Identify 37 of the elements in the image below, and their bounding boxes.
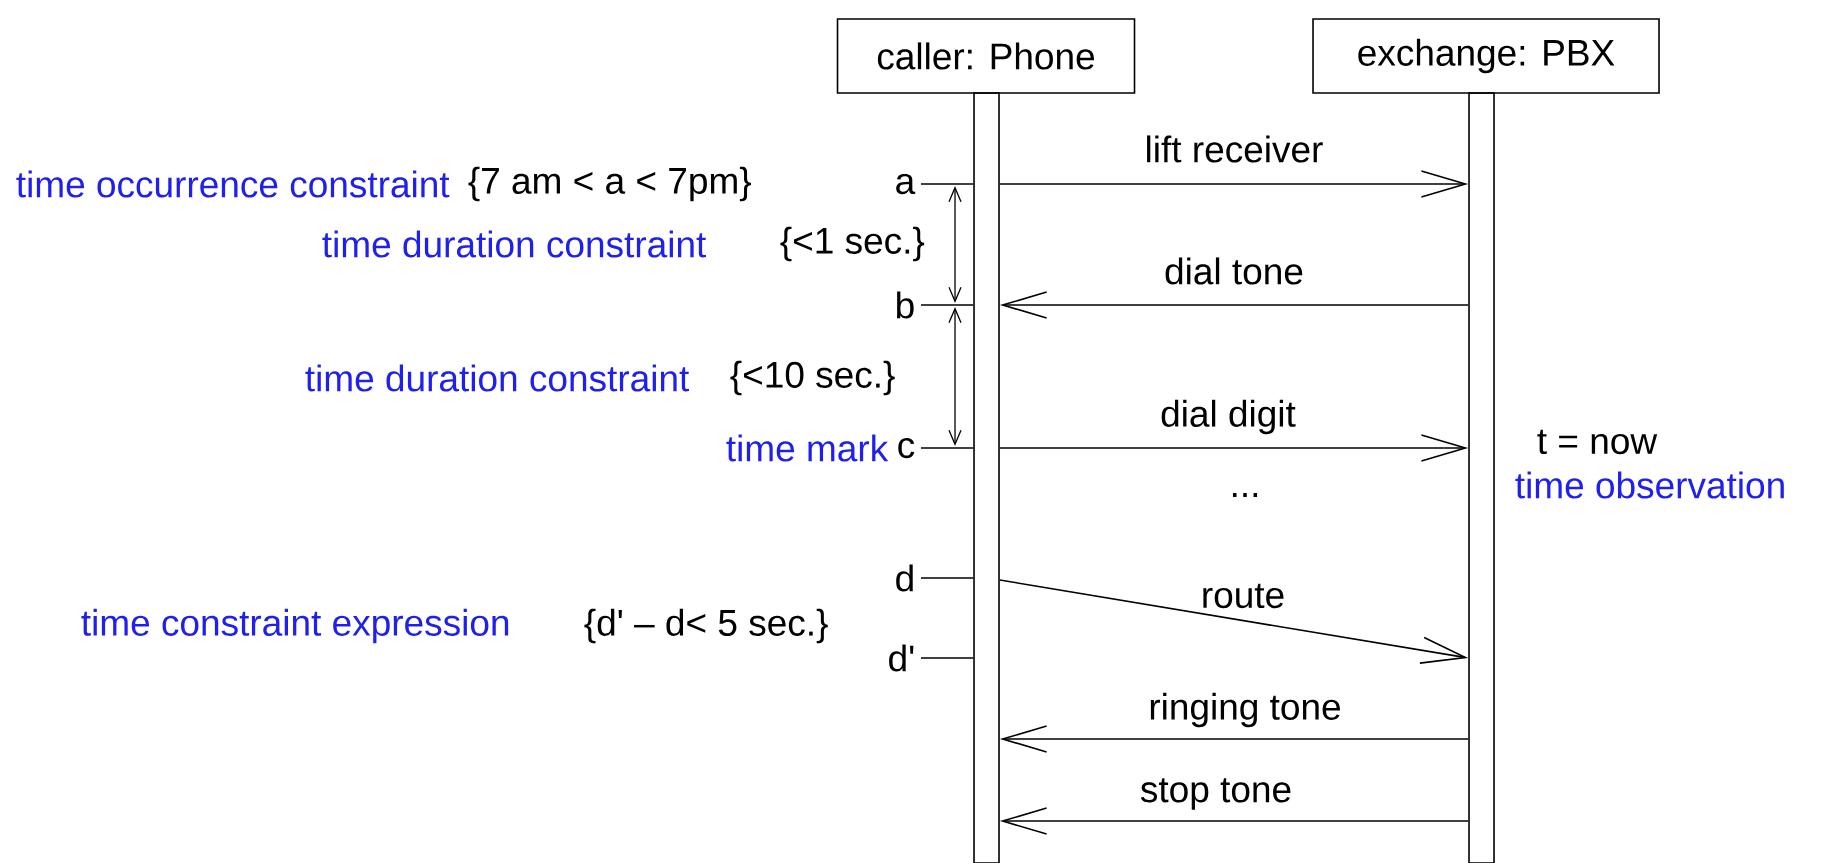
edge-label: ringing tone [1150,692,1340,728]
leader-line [920,577,974,579]
activation-bar [1468,92,1495,863]
leader-line [920,657,974,659]
leader-line [920,304,974,306]
constraint-text: {<10 sec.} [730,360,895,396]
lifeline-head: exchange: PBX [1312,18,1660,94]
lifeline-head: caller: Phone [836,18,1136,94]
message-arrow [999,725,1469,753]
message-arrow [999,170,1469,198]
constraint-text: {7 am < a < 7pm} [468,166,751,202]
time-mark: d [896,564,913,592]
leader-line [920,183,974,185]
time-mark: b [897,291,914,319]
constraint-label: time constraint expression [81,608,509,644]
message-arrow [999,579,1469,664]
constraint-label: time mark [726,434,889,462]
time-mark: a [896,173,916,195]
edge-label: dial tone [1165,257,1303,285]
time-mark: d' [889,644,914,672]
message-arrow [999,434,1469,462]
message-arrow [999,291,1469,319]
time-mark: c [898,437,915,459]
constraint-label: time duration constraint [305,364,690,392]
edge-label: lift receiver [1147,135,1323,163]
constraint-text: ... [1232,493,1258,497]
activation-bar [973,92,1000,863]
message-arrow [999,807,1469,835]
constraint-label: time occurrence constraint [16,170,450,198]
constraint-text: t = now [1537,429,1658,455]
edge-label: stop tone [1140,778,1291,810]
constraint-label: time duration constraint [322,230,707,258]
leader-line [920,447,974,449]
edge-label: route [1203,583,1284,609]
constraint-text: {d' – d< 5 sec.} [584,608,828,644]
edge-label: dial digit [1161,399,1296,435]
constraint-text: {<1 sec.} [780,226,925,262]
